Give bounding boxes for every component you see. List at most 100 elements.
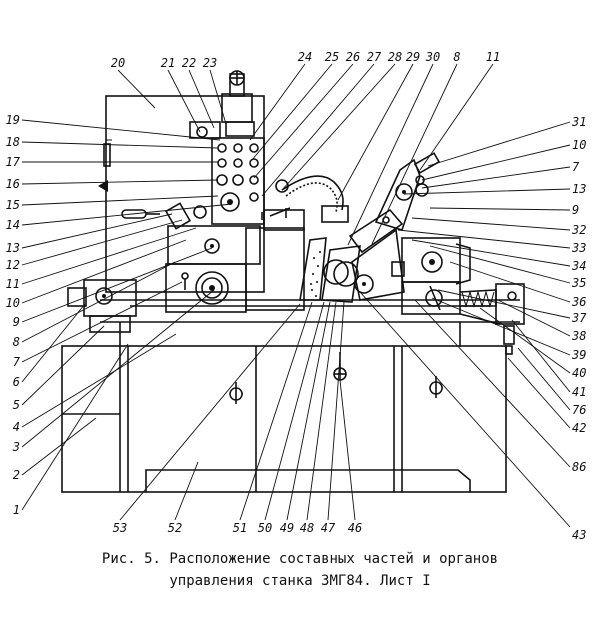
leader-line-l25: [251, 63, 333, 161]
leader-line-l47: [327, 301, 345, 521]
leader-line-l11b: [21, 227, 197, 285]
leader-line-l41: [511, 319, 571, 393]
leader-line-l19: [21, 119, 221, 141]
callout-l9a: 9: [13, 315, 20, 329]
leader-line-l5: [21, 325, 105, 406]
leader-line-l26: [253, 63, 354, 179]
callout-l46: 46: [348, 521, 362, 535]
callout-l33: 33: [571, 241, 586, 255]
leader-line-l28: [281, 63, 396, 191]
callout-l36: 36: [571, 295, 586, 309]
caption-line-2: управления станка 3МГ84. Лист I: [169, 573, 431, 589]
callout-l25: 25: [325, 50, 339, 64]
callout-l15: 15: [6, 198, 20, 212]
callout-l7a: 7: [13, 355, 21, 369]
callout-l76: 76: [572, 403, 586, 417]
callout-l16: 16: [6, 177, 20, 191]
leader-line-l10a: [21, 239, 187, 304]
callout-l35: 35: [571, 276, 586, 290]
leader-line-l33: [397, 229, 571, 249]
callout-l24: 24: [298, 50, 312, 64]
callout-l13a: 13: [6, 241, 20, 255]
machine-body: [61, 70, 525, 493]
leader-line-l9a: [21, 247, 213, 323]
callout-l50: 50: [258, 521, 272, 535]
leader-line-l1: [21, 343, 129, 511]
leader-line-l49: [286, 301, 331, 521]
callout-l29: 29: [406, 50, 420, 64]
leader-line-l3: [21, 289, 215, 448]
callout-l30: 30: [425, 50, 440, 64]
leader-line-l20: [117, 69, 156, 109]
callout-l40: 40: [572, 366, 586, 380]
leader-line-l38: [497, 299, 571, 337]
callout-l53: 53: [113, 521, 127, 535]
leader-line-l2: [21, 417, 97, 476]
leader-line-l27: [261, 63, 375, 197]
leader-line-l7b: [421, 166, 571, 189]
leader-line-l8a: [371, 63, 458, 245]
leader-line-l13b: [403, 188, 571, 195]
leader-line-l13a: [21, 213, 173, 249]
callout-l19: 19: [6, 113, 20, 127]
callout-l20: 20: [111, 56, 125, 70]
leader-line-l51: [239, 301, 313, 521]
caption-line-1: Рис. 5. Расположение составных частей и …: [101, 551, 499, 567]
callout-l17: 17: [6, 155, 21, 169]
leader-line-l22: [188, 69, 215, 129]
figure-caption: Рис. 5. Расположение составных частей и …: [0, 548, 600, 592]
callout-l42: 42: [572, 421, 586, 435]
leader-line-l43: [359, 291, 571, 528]
callout-l23: 23: [203, 56, 217, 70]
leader-line-l34: [411, 239, 571, 267]
callout-l43: 43: [572, 528, 586, 540]
leader-line-l9b: [429, 207, 571, 211]
callout-l31: 31: [571, 115, 586, 129]
leader-line-l48: [306, 301, 337, 521]
callout-l1: 1: [13, 503, 20, 517]
callout-l2: 2: [13, 468, 20, 482]
callout-l8b: 8: [13, 335, 20, 349]
callout-l18: 18: [6, 135, 20, 149]
callout-l13b: 13: [572, 182, 586, 196]
leader-line-l39: [431, 297, 571, 356]
callout-l12: 12: [6, 258, 20, 272]
callout-l4: 4: [13, 420, 20, 434]
callout-l28: 28: [388, 50, 402, 64]
callout-l37: 37: [571, 311, 587, 325]
callout-l26: 26: [346, 50, 360, 64]
callout-l10b: 10: [572, 138, 586, 152]
leader-line-l23: [209, 69, 227, 125]
leader-line-l11a: [419, 63, 494, 171]
machine-drawing: 2021222324252627282930811191817161514131…: [6, 50, 588, 540]
callout-l3: 3: [12, 440, 20, 454]
leader-line-l32: [411, 217, 571, 231]
callout-l5: 5: [13, 398, 20, 412]
leader-line-l15: [21, 195, 219, 206]
callout-l11a: 11: [486, 50, 500, 64]
callout-l39: 39: [571, 348, 586, 362]
leader-line-l30: [347, 63, 434, 246]
leader-line-l50: [264, 301, 325, 521]
callout-l21: 21: [161, 56, 175, 70]
leader-line-l42: [507, 357, 571, 429]
leader-line-l86: [414, 299, 571, 468]
leader-line-l36: [449, 261, 571, 303]
leader-line-l6: [21, 303, 86, 383]
leader-line-l8b: [21, 261, 176, 343]
callout-l22: 22: [182, 56, 196, 70]
leader-line-l46: [339, 379, 356, 521]
callout-l52: 52: [168, 521, 182, 535]
callout-l11b: 11: [6, 277, 20, 291]
leader-line-l53: [119, 303, 301, 521]
leader-line-l16: [21, 179, 219, 185]
callout-l8a: 8: [453, 50, 460, 64]
leader-line-l18: [21, 141, 219, 149]
callout-l27: 27: [367, 50, 382, 64]
leader-line-l35: [429, 245, 571, 284]
leader-line-l4: [21, 333, 177, 428]
callout-l38: 38: [571, 329, 586, 343]
leader-line-l40: [479, 307, 571, 374]
callout-l49: 49: [280, 521, 294, 535]
